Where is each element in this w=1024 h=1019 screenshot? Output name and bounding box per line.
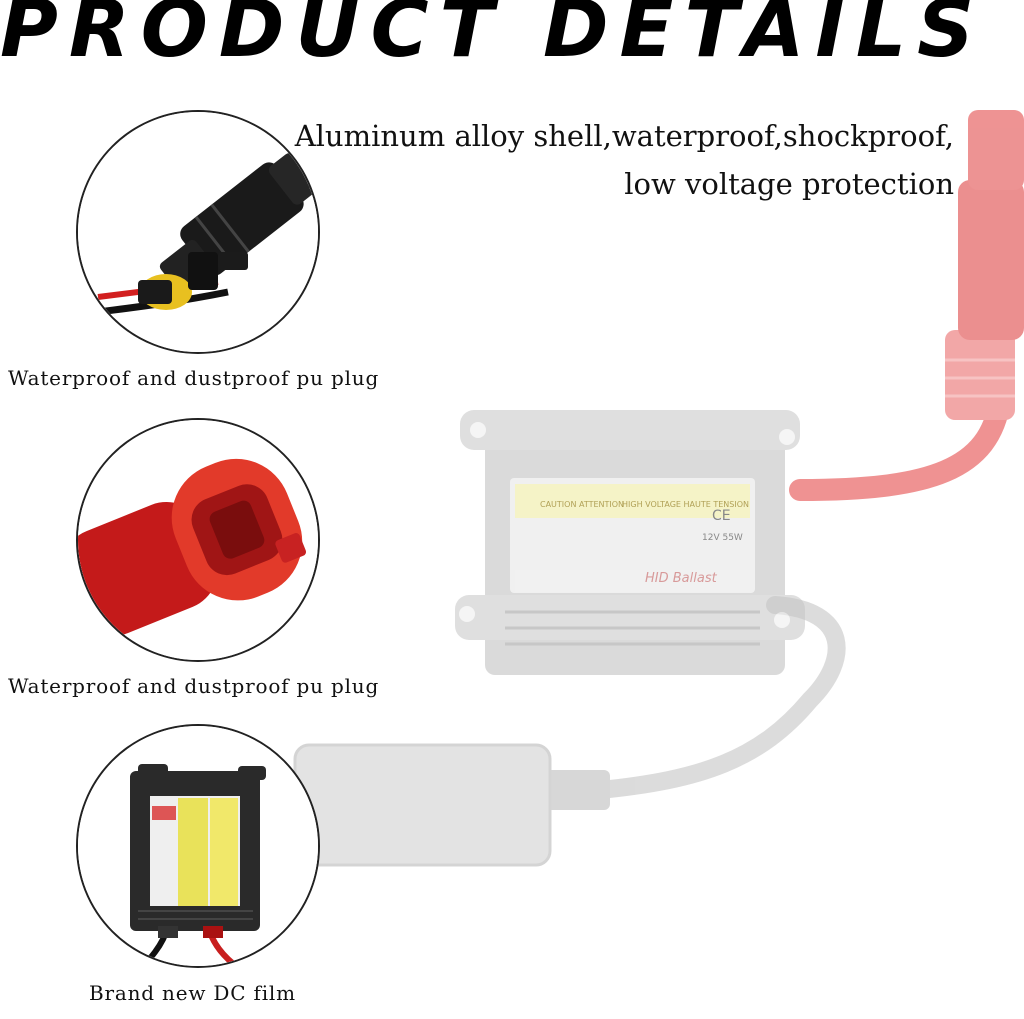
label-name-text: HID Ballast [645, 571, 718, 586]
feature-image-dc-ballast [76, 724, 320, 968]
headline: Aluminum alloy shell,waterproof,shockpro… [254, 112, 954, 208]
label-caution-text: CAUTION ATTENTION [540, 500, 624, 509]
feature-caption-2: Waterproof and dustproof pu plug [8, 674, 380, 698]
dc-ballast-illustration [78, 726, 318, 966]
ballast-body [455, 410, 805, 675]
red-plug-illustration [78, 420, 318, 660]
gray-cable [293, 596, 846, 867]
headline-line-2: low voltage protection [624, 167, 954, 201]
headline-line-1: Aluminum alloy shell,waterproof,shockpro… [294, 119, 954, 153]
feature-image-plug-red [76, 418, 320, 662]
label-ce-text: CE [712, 508, 731, 524]
feature-caption-1: Waterproof and dustproof pu plug [8, 366, 380, 390]
label-high-voltage-text: HIGH VOLTAGE HAUTE TENSION [622, 500, 749, 509]
feature-caption-3: Brand new DC film [89, 981, 296, 1005]
label-rating-text: 12V 55W [702, 533, 743, 543]
black-plug-illustration [78, 112, 318, 352]
page-title: PRODUCT DETAILS [0, 0, 986, 75]
feature-image-plug-black [76, 110, 320, 354]
red-connector-cable [789, 110, 1024, 501]
